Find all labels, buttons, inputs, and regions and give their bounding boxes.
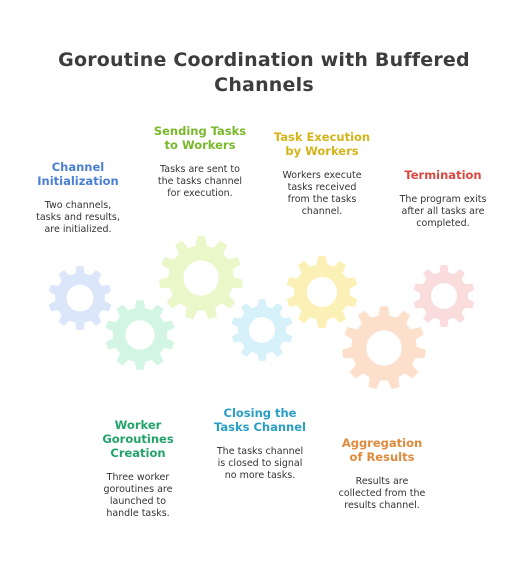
- step-heading: Worker Goroutines Creation: [102, 418, 174, 460]
- step-sending-tasks: Sending Tasks to Workers Tasks are sent …: [140, 124, 260, 200]
- step-aggregation-of-results: Aggregation of Results Results are colle…: [322, 436, 442, 512]
- step-heading: Closing the Tasks Channel: [214, 406, 306, 434]
- step-description: The program exits after all tasks are co…: [399, 194, 487, 229]
- gear-hole: [306, 276, 338, 308]
- step-task-execution: Task Execution by Workers Workers execut…: [262, 130, 382, 218]
- gear-hole: [248, 316, 276, 344]
- title-line-2: Channels: [214, 74, 314, 96]
- gear-6: [342, 306, 426, 390]
- gear-hole: [125, 320, 155, 350]
- diagram-title: Goroutine Coordination with Buffered Cha…: [0, 48, 528, 98]
- title-line-1: Goroutine Coordination with Buffered: [58, 49, 470, 71]
- gear-2: [105, 300, 175, 370]
- step-description: Tasks are sent to the tasks channel for …: [157, 164, 243, 199]
- step-channel-initialization: Channel Initialization Two channels, tas…: [22, 160, 134, 236]
- step-heading: Task Execution by Workers: [273, 130, 371, 158]
- step-heading: Termination: [404, 168, 482, 182]
- gear-1: [48, 266, 112, 330]
- gear-3: [159, 236, 243, 320]
- step-description: Two channels, tasks and results, are ini…: [36, 200, 120, 235]
- step-heading: Channel Initialization: [37, 160, 119, 188]
- step-description: The tasks channel is closed to signal no…: [216, 446, 304, 481]
- step-description: Three worker goroutines are launched to …: [103, 472, 173, 519]
- gear-hole: [66, 284, 94, 312]
- gear-4: [231, 299, 293, 361]
- gear-5: [286, 256, 358, 328]
- gear-hole: [366, 330, 402, 366]
- gear-hole: [183, 260, 219, 296]
- gear-hole: [430, 282, 458, 310]
- gear-7: [413, 265, 475, 327]
- step-termination: Termination The program exits after all …: [384, 168, 502, 230]
- step-heading: Aggregation of Results: [341, 436, 423, 464]
- step-closing-tasks-channel: Closing the Tasks Channel The tasks chan…: [200, 406, 320, 482]
- step-description: Results are collected from the results c…: [338, 476, 426, 511]
- step-description: Workers execute tasks received from the …: [282, 170, 362, 217]
- step-heading: Sending Tasks to Workers: [153, 124, 247, 152]
- step-worker-goroutines: Worker Goroutines Creation Three worker …: [82, 418, 194, 520]
